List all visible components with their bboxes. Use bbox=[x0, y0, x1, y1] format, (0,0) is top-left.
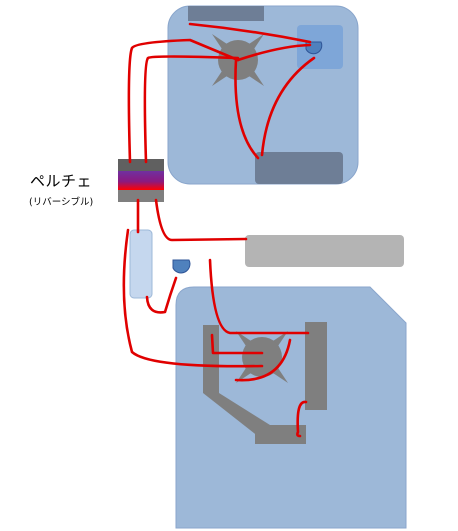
pipe-right-duct-to-bottom bbox=[296, 400, 308, 438]
reversible-label: (リバーシブル) bbox=[29, 197, 94, 208]
radiator-bar bbox=[245, 235, 404, 267]
pipe-fan-to-droplet bbox=[236, 43, 312, 62]
pipe-peltier-to-radiator bbox=[154, 198, 248, 242]
lower-chamber bbox=[175, 286, 407, 529]
reservoir-tank bbox=[129, 229, 153, 299]
duct-right-vertical bbox=[305, 322, 327, 410]
pipe-droplet-to-bottom-panel bbox=[260, 56, 316, 157]
pipe-lower-fan-exit bbox=[234, 338, 292, 382]
pipe-upper-outer bbox=[127, 38, 240, 164]
upper-bottom-panel bbox=[255, 152, 343, 184]
pipe-left-long bbox=[122, 228, 264, 368]
pipe-fan-to-droplet-top bbox=[188, 22, 312, 44]
pipe-radiator-to-lower bbox=[208, 258, 310, 335]
fan-icon bbox=[236, 331, 288, 383]
pipe-fan-to-bottom-panel bbox=[234, 58, 260, 160]
duct-diagonal bbox=[203, 393, 270, 437]
peltier-bottom-plate bbox=[118, 190, 164, 202]
coolant-pipes bbox=[122, 22, 316, 438]
peltier-label: ペルチェ bbox=[30, 172, 93, 190]
pipe-reservoir-to-droplet bbox=[145, 276, 178, 314]
peltier-core bbox=[118, 171, 164, 190]
duct-bottom bbox=[255, 425, 306, 444]
pipe-upper-inner bbox=[143, 55, 240, 164]
peltier-top-plate bbox=[118, 159, 164, 171]
droplet-icon bbox=[172, 259, 191, 274]
upper-top-panel bbox=[188, 6, 264, 21]
peltier-module bbox=[118, 159, 164, 202]
duct-left-vertical bbox=[203, 325, 219, 393]
lower-chamber-body bbox=[175, 286, 407, 529]
pipe-lower-duct bbox=[210, 333, 264, 355]
